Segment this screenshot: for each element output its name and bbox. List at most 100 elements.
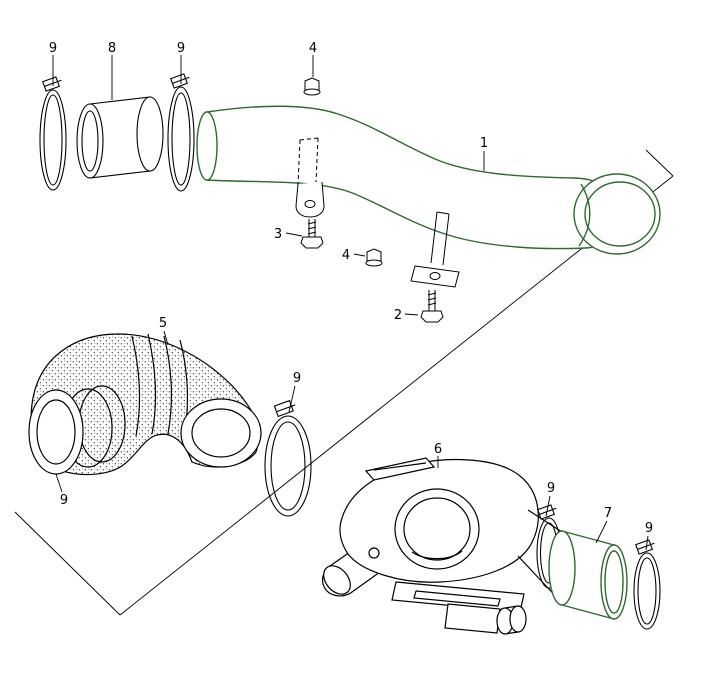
part-air-duct: [196, 105, 661, 255]
screw3-thread: [307, 231, 317, 235]
clamp-band-outer: [167, 86, 195, 192]
housing-top-slot-inner: [373, 462, 427, 471]
part-label-9-top-left: 9: [49, 41, 57, 56]
screw-2: [420, 290, 444, 323]
duct-tube-outline: [206, 105, 599, 250]
leader-lines: [52, 55, 649, 551]
elbow-right-opening-inner: [191, 408, 251, 458]
part-label-9-elbow: 9: [60, 493, 68, 508]
leader-9d: [55, 473, 63, 493]
screw3-thread: [307, 226, 317, 230]
housing-foot-strap: [444, 603, 501, 634]
screw2-head: [420, 310, 444, 323]
part-clamp-middle: [264, 399, 312, 517]
part-label-4-lower: 4: [342, 248, 350, 263]
duct-flange-junction: [578, 183, 591, 247]
part-label-9-top-second: 9: [177, 41, 185, 56]
duct-bracket-rear: [410, 211, 460, 288]
leader-9f: [645, 535, 649, 551]
part-label-1: 1: [480, 136, 488, 151]
strap-left-edge: [430, 211, 438, 264]
clamp-band-inner: [43, 94, 63, 186]
housing-outlet-top: [527, 509, 563, 533]
part-clamp-top-second: [167, 73, 195, 192]
frame-lines: [14, 149, 674, 616]
part-label-4-upper: 4: [309, 41, 317, 56]
clamp-band-inner: [171, 92, 191, 186]
clamp-band-inner: [270, 421, 306, 511]
frame-top-edge: [645, 149, 674, 177]
sleeve-left-end: [76, 103, 104, 179]
strap-top: [436, 211, 450, 215]
part-label-9-outlet: 9: [547, 481, 555, 496]
part-label-6: 6: [434, 442, 442, 457]
housing-snout-opening: [323, 565, 351, 595]
part-clamp-hose-end: [633, 539, 661, 630]
housing-bushing-end: [509, 605, 527, 633]
duct-right-inner-rim: [584, 181, 656, 247]
hose7-right-end: [600, 544, 628, 620]
hose7-right-inner: [604, 550, 624, 614]
part-label-2: 2: [394, 308, 402, 323]
screw-3: [300, 219, 324, 249]
strap-right-edge: [442, 213, 450, 266]
clamp-screw: [273, 399, 296, 418]
part-label-9-middle: 9: [293, 371, 301, 386]
part-label-8: 8: [108, 41, 116, 56]
sleeve-left-inner: [81, 110, 99, 172]
part-sleeve-hose: [76, 96, 164, 179]
screw3-head: [300, 236, 324, 249]
screw3-thread: [307, 221, 317, 225]
bracket-hidden-edge-left: [297, 139, 301, 185]
nut-4-lower: [365, 248, 383, 267]
part-label-7: 7: [604, 506, 612, 521]
part-label-3: 3: [274, 227, 282, 242]
screw2-thread: [427, 302, 437, 306]
elbow-rib: [147, 333, 157, 435]
duct-right-flange: [573, 173, 661, 255]
clamp-band-outer: [39, 89, 67, 191]
part-label-5: 5: [159, 316, 167, 331]
nut4b-flange: [365, 259, 383, 267]
leader-3: [285, 232, 303, 237]
elbow-rib: [163, 335, 173, 435]
nut4a-flange: [303, 88, 321, 96]
duct-left-opening: [196, 111, 218, 181]
housing-opening-depth: [411, 550, 463, 560]
leader-2: [404, 313, 419, 316]
strap-foot-hole: [429, 272, 441, 280]
bracket-clevis: [295, 181, 325, 218]
part-clamp-housing-outlet: [536, 504, 562, 589]
bracket-hidden-top: [299, 137, 319, 141]
hose7-left-end: [548, 530, 576, 606]
part-clamp-top-left: [39, 76, 67, 191]
duct-bracket-front: [295, 137, 325, 218]
leader-9e: [545, 495, 551, 517]
leader-5: [163, 330, 169, 346]
clamp-band-outer: [633, 552, 661, 630]
part-blower-housing: [321, 457, 563, 635]
part-elbow-hose: [28, 333, 262, 476]
housing-knob: [368, 547, 380, 559]
elbow-rib: [131, 335, 141, 437]
leader-4b: [353, 253, 366, 257]
bracket-clevis-hole: [304, 200, 316, 208]
clamp-screw: [635, 539, 655, 555]
clamp-band-outer: [264, 415, 312, 517]
leader-9c: [288, 385, 296, 413]
sleeve-right-end: [136, 96, 164, 172]
frame-bottom-edge: [14, 511, 121, 616]
screw2-thread: [427, 297, 437, 301]
clamp-screw: [537, 504, 557, 520]
housing-top-slot: [364, 457, 436, 481]
bracket-hidden-edge-right: [315, 137, 319, 183]
housing-base-slot: [413, 590, 501, 607]
part-label-9-hose-end: 9: [645, 521, 653, 536]
callout-labels: 9 8 9 4 1 3 4 2 5 9 9 6 9 7 9: [49, 41, 653, 536]
housing-front-opening-inner: [403, 497, 471, 561]
elbow-left-opening-inner: [36, 399, 76, 465]
part-connector-hose: [548, 530, 628, 620]
nut-4-upper: [303, 77, 321, 96]
